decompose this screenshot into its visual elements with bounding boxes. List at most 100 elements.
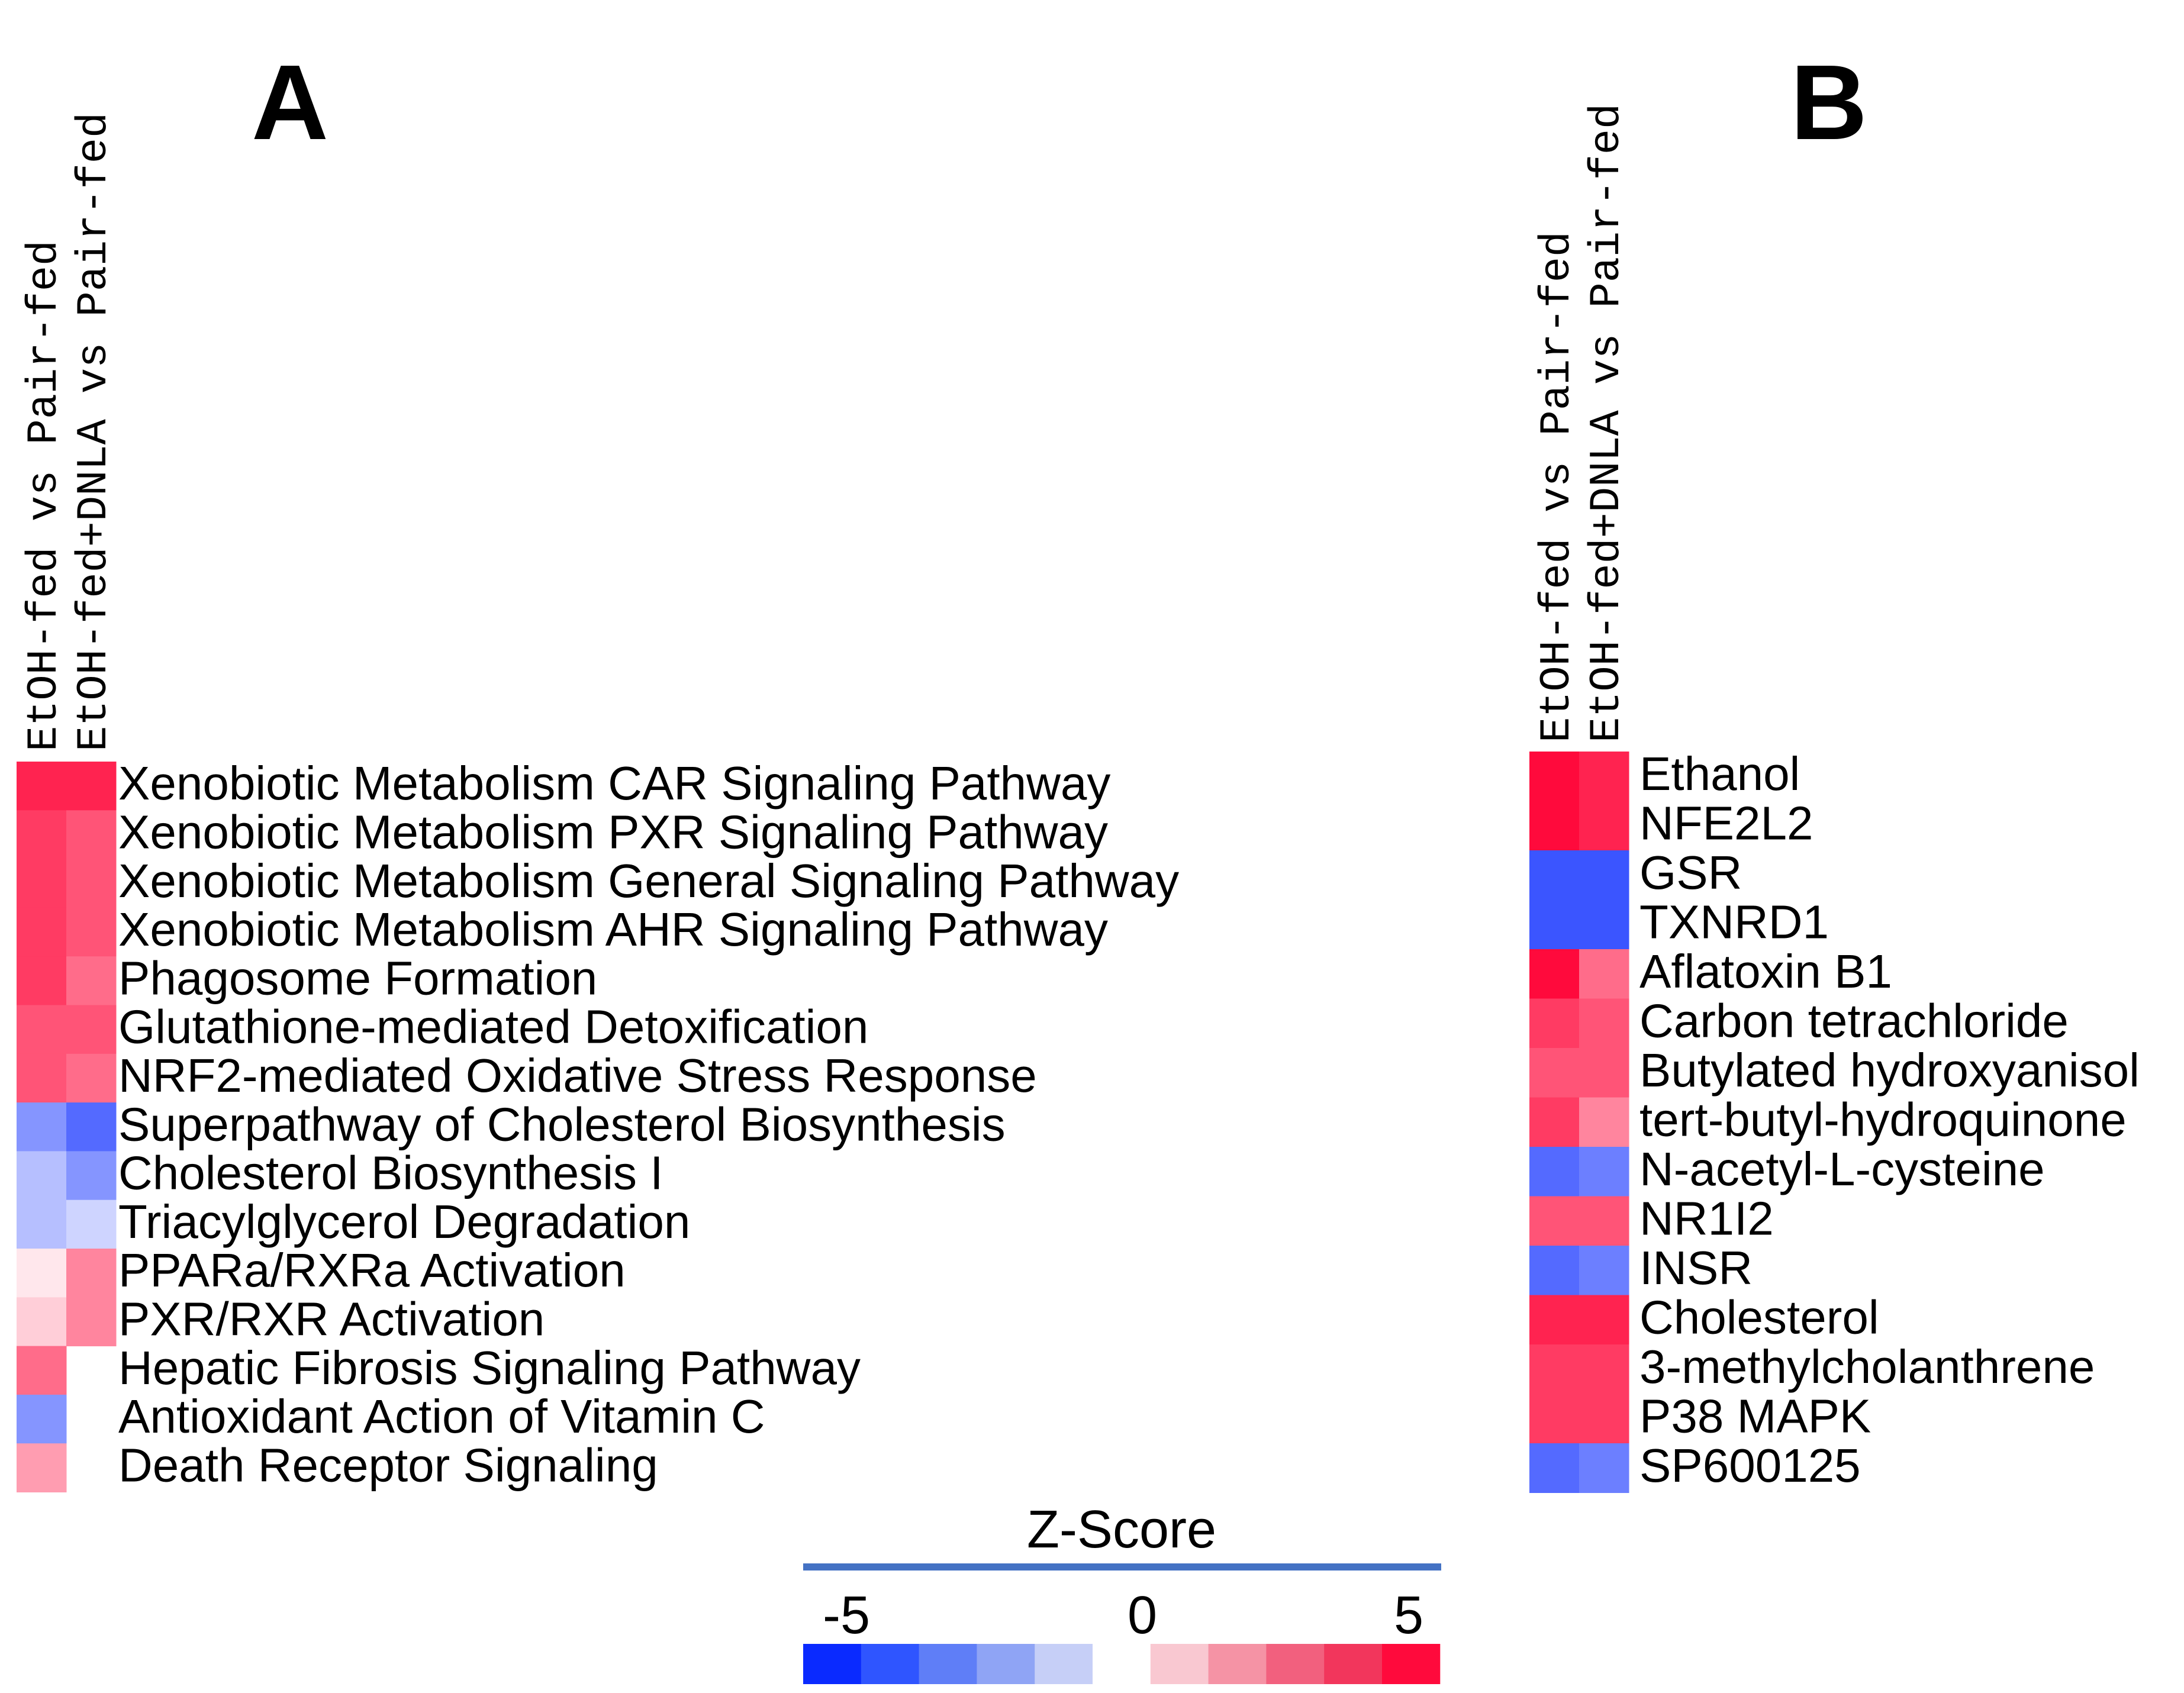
heatmap-cell: [66, 1249, 117, 1298]
heatmap-cell: [1579, 850, 1629, 900]
heatmap-cell: [1529, 1048, 1580, 1098]
row-label: NR1I2: [1639, 1192, 1774, 1245]
heatmap-cell: [17, 1249, 67, 1298]
heatmap-cell: [1579, 1443, 1629, 1493]
row-label: INSR: [1639, 1241, 1753, 1294]
row-label: GSR: [1639, 846, 1742, 899]
column-label: EtOH-fed+DNLA vs Pair-fed: [1583, 104, 1631, 743]
row-label: 3-methylcholanthrene: [1639, 1340, 2095, 1393]
heatmap-cell: [66, 1151, 117, 1201]
legend-swatch: [1093, 1644, 1151, 1684]
row-label: SP600125: [1639, 1439, 1861, 1492]
row-label: N-acetyl-L-cysteine: [1639, 1143, 2045, 1195]
heatmap-cell: [1579, 899, 1629, 950]
legend-swatch: [1324, 1644, 1383, 1684]
row-label: NFE2L2: [1639, 797, 1813, 850]
row-label: Triacylglycerol Degradation: [118, 1195, 690, 1248]
row-label: Carbon tetrachloride: [1639, 995, 2069, 1047]
legend-swatches: [803, 1644, 1441, 1684]
heatmap-cell: [66, 762, 117, 811]
heatmap-cell: [1579, 1344, 1629, 1394]
legend-swatch: [1382, 1644, 1441, 1684]
row-label: Antioxidant Action of Vitamin C: [118, 1390, 765, 1443]
column-label: EtOH-fed vs Pair-fed: [1533, 231, 1581, 743]
row-label: tert-butyl-hydroquinone: [1639, 1094, 2127, 1146]
row-label: Xenobiotic Metabolism General Signaling …: [118, 854, 1179, 907]
heatmap-cell: [17, 810, 67, 860]
heatmap-cell: [1579, 1048, 1629, 1098]
row-label: Butylated hydroxyanisol: [1639, 1044, 2140, 1097]
column-label: EtOH-fed+DNLA vs Pair-fed: [70, 112, 118, 752]
legend-swatch: [1150, 1644, 1209, 1684]
panel-letter-a: A: [252, 43, 328, 162]
heatmap-cell: [1529, 850, 1580, 900]
heatmap-cell: [1529, 899, 1580, 950]
column-label: EtOH-fed vs Pair-fed: [20, 240, 69, 752]
heatmap-cell: [17, 1443, 67, 1492]
row-label: NRF2-mediated Oxidative Stress Response: [118, 1049, 1037, 1102]
heatmap-cell: [1529, 1097, 1580, 1147]
heatmap-cell: [1529, 1196, 1580, 1246]
heatmap-cell: [1579, 1394, 1629, 1444]
heatmap-cell: [1579, 1196, 1629, 1246]
panel-letter-b: B: [1790, 43, 1867, 162]
heatmap-cell: [17, 1102, 67, 1152]
heatmap-cell: [17, 1151, 67, 1201]
heatmap-cell: [66, 956, 117, 1005]
heatmap-cell: [1529, 1344, 1580, 1394]
row-label: Xenobiotic Metabolism CAR Signaling Path…: [118, 757, 1110, 810]
heatmap-cell: [17, 956, 67, 1005]
heatmap-cell: [66, 1005, 117, 1055]
heatmap-cell: [66, 1199, 117, 1249]
heatmap-cell: [17, 907, 67, 957]
heatmap-cell: [66, 859, 117, 908]
heatmap-cell: [66, 810, 117, 860]
heatmap-cell: [1579, 949, 1629, 999]
heatmap-cell: [1529, 752, 1580, 801]
row-label: Ethanol: [1639, 747, 1800, 800]
heatmap-cell: [1529, 1443, 1580, 1493]
heatmap-cell: [1529, 801, 1580, 851]
heatmap-cell: [66, 1102, 117, 1152]
legend-tick-min: -5: [823, 1586, 870, 1645]
legend-title: Z-Score: [1027, 1500, 1216, 1559]
heatmap-cell: [1529, 1246, 1580, 1295]
heatmap-cell: [1529, 1295, 1580, 1345]
legend-swatch: [977, 1644, 1035, 1684]
heatmap-cell: [1579, 1295, 1629, 1345]
heatmap-cell: [1529, 1394, 1580, 1444]
row-label: Cholesterol Biosynthesis I: [118, 1147, 663, 1199]
row-label: Cholesterol: [1639, 1291, 1879, 1344]
row-label: PXR/RXR Activation: [118, 1292, 545, 1345]
row-label: Hepatic Fibrosis Signaling Pathway: [118, 1341, 861, 1394]
heatmap-cell: [1579, 998, 1629, 1049]
legend-tick-zero: 0: [1128, 1586, 1157, 1645]
heatmap-cell: [66, 1053, 117, 1103]
row-label: Glutathione-mediated Detoxification: [118, 1001, 868, 1053]
heatmap-cell: [1579, 752, 1629, 801]
heatmap-cell: [1579, 1246, 1629, 1295]
row-label: Aflatoxin B1: [1639, 945, 1892, 998]
heatmap-cell: [66, 1297, 117, 1347]
heatmap-cell: [66, 907, 117, 957]
row-label: Phagosome Formation: [118, 952, 597, 1004]
row-label: Superpathway of Cholesterol Biosynthesis: [118, 1098, 1006, 1150]
heatmap-cell: [17, 1297, 67, 1347]
heatmap-cell: [17, 1394, 67, 1444]
row-label: TXNRD1: [1639, 896, 1829, 949]
heatmap-cell: [17, 1005, 67, 1055]
heatmap-cell: [1579, 1147, 1629, 1197]
legend-swatch: [1035, 1644, 1093, 1684]
legend-tick-max: 5: [1394, 1586, 1423, 1645]
row-label: Xenobiotic Metabolism AHR Signaling Path…: [118, 903, 1108, 956]
heatmap-cell: [17, 1199, 67, 1249]
heatmap-cell: [1579, 801, 1629, 851]
heatmap-cell: [1579, 1097, 1629, 1147]
heatmap-cell: [17, 1053, 67, 1103]
row-label: PPARa/RXRa Activation: [118, 1244, 626, 1297]
heatmap-cell: [17, 1346, 67, 1395]
legend-swatch: [1266, 1644, 1325, 1684]
